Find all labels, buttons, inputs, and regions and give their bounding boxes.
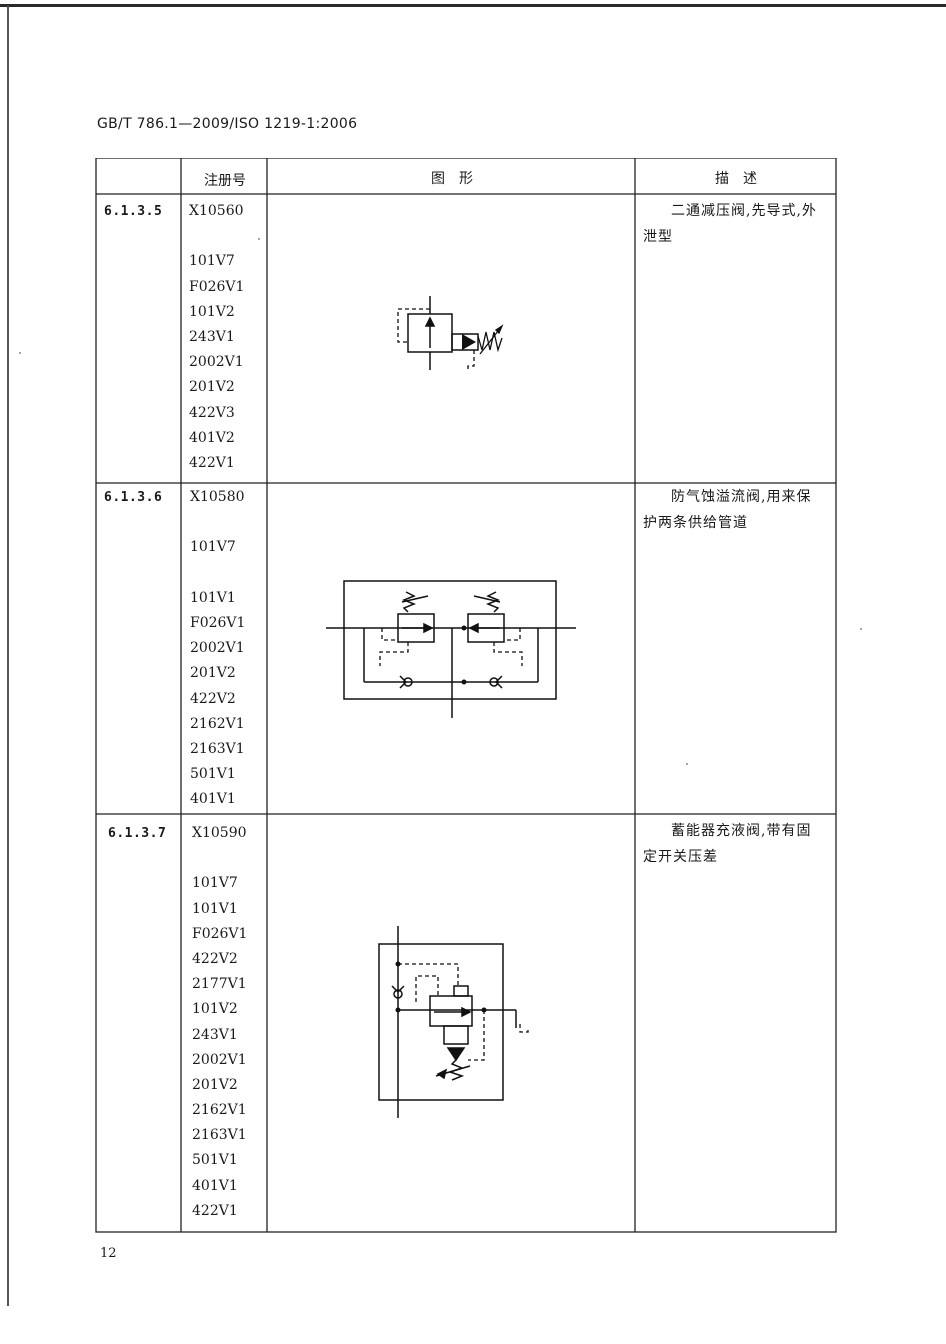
registration-code: 422V1 <box>189 454 235 471</box>
row-number: 6.1.3.7 <box>108 826 167 841</box>
registration-code <box>192 846 247 871</box>
column-header-figure: 图 形 <box>431 171 473 187</box>
registration-code: X10590 <box>192 825 247 841</box>
registration-code: 2002V1 <box>190 640 245 657</box>
registration-code: 501V1 <box>190 766 236 783</box>
accumulator-charging-valve-symbol <box>378 926 529 1118</box>
registration-code: X10580 <box>190 489 245 505</box>
standard-header: GB/T 786.1—2009/ISO 1219-1:2006 <box>97 116 358 132</box>
registration-code: 2162V1 <box>190 715 245 732</box>
registration-code: 101V7 <box>189 253 235 270</box>
registration-code: F026V1 <box>190 614 246 631</box>
registration-code: 2002V1 <box>189 354 244 371</box>
registration-code <box>190 510 245 535</box>
scan-speck <box>19 352 21 354</box>
registration-code: 2002V1 <box>192 1051 247 1068</box>
row-number: 6.1.3.6 <box>104 490 163 505</box>
scan-speck <box>860 628 862 630</box>
registration-code: 101V1 <box>190 589 236 606</box>
registration-code: 201V2 <box>189 379 235 396</box>
column-header-registration: 注册号 <box>204 173 246 189</box>
page-number: 12 <box>100 1246 117 1261</box>
registration-code: 2163V1 <box>192 1127 247 1144</box>
registration-code: 101V2 <box>189 303 235 320</box>
scan-speck <box>258 238 260 240</box>
registration-code: 243V1 <box>192 1026 238 1043</box>
registration-code: F026V1 <box>189 278 245 295</box>
registration-code: 422V2 <box>190 690 236 707</box>
row-description: 蓄能器充液阀,带有固定开关压差 <box>643 823 812 865</box>
registration-code: 401V2 <box>189 429 235 446</box>
anti-cavitation-relief-valve-symbol <box>326 580 576 718</box>
registration-code <box>189 224 244 249</box>
registration-code: 243V1 <box>189 328 235 345</box>
page-left-border <box>7 6 9 1306</box>
registration-code: 201V2 <box>192 1076 238 1093</box>
registration-code: 401V1 <box>192 1177 238 1194</box>
registration-code <box>190 561 245 586</box>
registration-code: 2177V1 <box>192 976 247 993</box>
registration-code: 101V7 <box>192 875 238 892</box>
registration-code: 101V1 <box>192 900 238 917</box>
row-description: 防气蚀溢流阀,用来保护两条供给管道 <box>643 489 812 531</box>
page-top-border <box>0 4 946 7</box>
registration-code: 2163V1 <box>190 740 245 757</box>
registration-code: 201V2 <box>190 665 236 682</box>
registration-code: 422V1 <box>192 1202 238 1219</box>
registration-code: 422V3 <box>189 404 235 421</box>
registration-code: 422V2 <box>192 950 238 967</box>
registration-list: X10590 101V7 101V1 F026V1 422V2 2177V1 1… <box>192 821 247 1224</box>
column-header-description: 描 述 <box>715 171 757 187</box>
registration-code: 2162V1 <box>192 1102 247 1119</box>
row-number: 6.1.3.5 <box>104 204 163 219</box>
registration-code: 401V1 <box>190 791 236 808</box>
registration-code: 101V2 <box>192 1001 238 1018</box>
registration-list: X10560 101V7 F026V1 101V2 243V1 2002V1 2… <box>189 199 244 476</box>
row-description: 二通减压阀,先导式,外泄型 <box>643 203 817 245</box>
registration-code: 101V7 <box>190 539 236 556</box>
pilot-pressure-reducing-valve-symbol <box>397 296 504 370</box>
scan-speck <box>686 763 688 765</box>
registration-list: X10580 101V7 101V1 F026V1 2002V1 201V2 4… <box>190 485 245 812</box>
registration-code: X10560 <box>189 203 244 219</box>
registration-code: 501V1 <box>192 1152 238 1169</box>
registration-code: F026V1 <box>192 925 248 942</box>
table-grid <box>95 158 837 1233</box>
